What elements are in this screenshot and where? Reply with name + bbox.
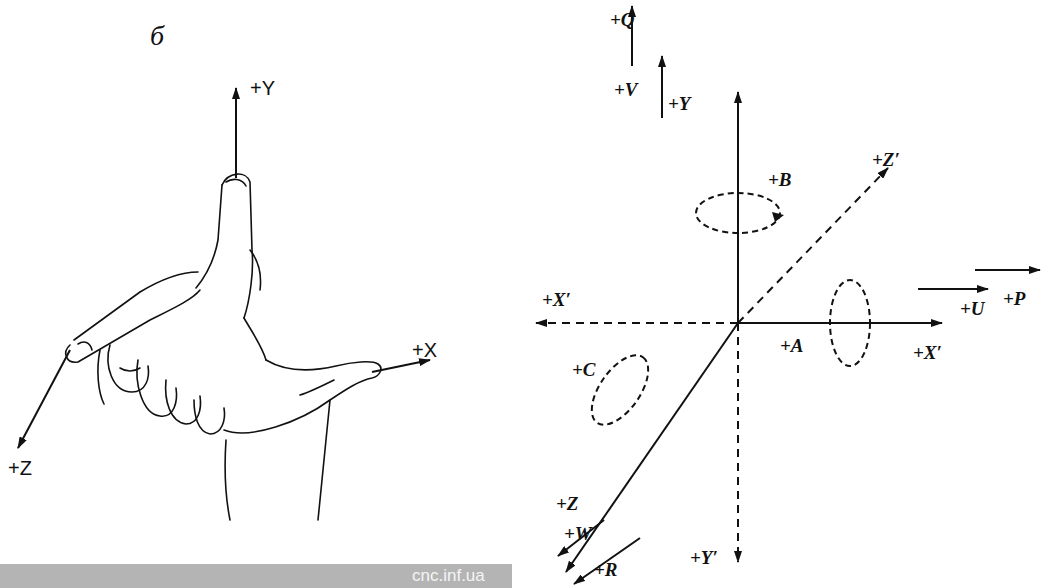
coordinate-axes bbox=[536, 6, 1040, 584]
watermark: cnc.inf.ua bbox=[412, 567, 485, 584]
axis-label: +Y′ bbox=[690, 548, 718, 567]
figure-letter: б bbox=[150, 22, 164, 50]
axis-label: +V bbox=[614, 80, 638, 99]
axis-label: +X′ bbox=[913, 343, 942, 362]
axis-label: +X′ bbox=[542, 290, 571, 309]
axis-label: +Y bbox=[668, 94, 690, 113]
axis-label: +Y bbox=[250, 78, 275, 98]
hand-axes bbox=[18, 88, 430, 448]
axis-label: +U bbox=[960, 299, 985, 318]
axis-label: +X bbox=[412, 340, 437, 360]
axis-label: +R bbox=[594, 560, 618, 579]
axis-label: +W bbox=[564, 524, 592, 543]
hand-drawing bbox=[66, 174, 381, 520]
rotation-label: +B bbox=[768, 170, 792, 189]
axis-label: +Z bbox=[8, 458, 32, 478]
axis-label: +P bbox=[1003, 289, 1025, 308]
axis-label: +Z bbox=[556, 494, 578, 513]
axis-label: +Z′ bbox=[872, 150, 900, 169]
axis-label: +Q bbox=[610, 10, 635, 29]
rotation-label: +C bbox=[572, 360, 596, 379]
rotation-label: +A bbox=[780, 336, 804, 355]
